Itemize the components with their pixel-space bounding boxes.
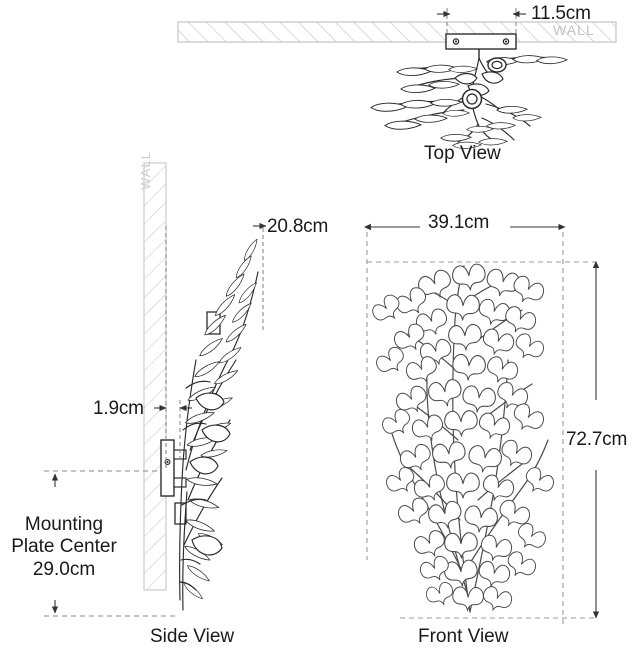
top-view-label: Top View (424, 143, 501, 164)
front-view-foliage (369, 262, 558, 616)
dimension-20-8cm: 20.8cm (267, 216, 329, 237)
front-view-bounding-box (366, 232, 596, 625)
side-view-wall (143, 162, 167, 591)
side-view-dim-29-0 (44, 470, 176, 617)
top-view-mounting-bracket (445, 33, 517, 60)
dimension-39-1cm: 39.1cm (428, 212, 490, 233)
mounting-plate-center-note: Mounting Plate Center 29.0cm (0, 514, 128, 581)
front-view-group (363, 223, 600, 625)
wall-label-top: WALL (553, 22, 595, 38)
side-view-dim-1-9 (154, 226, 192, 470)
dimension-11-5cm: 11.5cm (531, 3, 591, 24)
top-view-dim-11-5 (437, 8, 526, 36)
top-view-foliage (370, 55, 568, 149)
top-view-group (177, 8, 617, 149)
top-view-wall (177, 21, 617, 43)
mounting-note-line1: Mounting (24, 514, 104, 535)
dimension-72-7cm: 72.7cm (566, 429, 628, 450)
side-view-dim-20-8 (253, 222, 267, 330)
side-view-label: Side View (150, 626, 235, 647)
side-view-group (44, 162, 267, 617)
side-view-foliage (179, 237, 261, 611)
dimension-1-9cm: 1.9cm (93, 398, 144, 419)
mounting-note-line3: 29.0cm (32, 558, 96, 580)
front-view-label: Front View (418, 626, 509, 647)
mounting-note-line2: Plate Center (11, 536, 117, 558)
wall-label-side: WALL (138, 151, 153, 190)
